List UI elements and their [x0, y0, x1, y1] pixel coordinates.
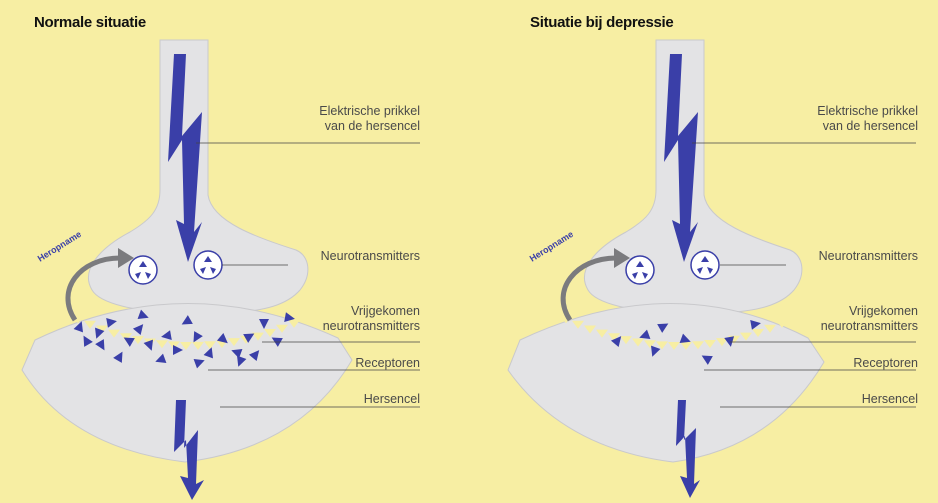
label-brain-cell: Hersencel [270, 392, 420, 407]
label-released: Vrijgekomen neurotransmitters [768, 304, 918, 334]
receptor-tooth [548, 309, 560, 317]
vesicle [129, 256, 157, 284]
vesicle [626, 256, 654, 284]
reuptake-label: Heropname [36, 229, 83, 264]
vesicle [194, 251, 222, 279]
label-pulse-line1: Elektrische prikkel [270, 104, 420, 119]
label-released-line2: neurotransmitters [768, 319, 918, 334]
label-neurotransmitters: Neurotransmitters [270, 249, 420, 264]
label-released-line1: Vrijgekomen [768, 304, 918, 319]
vesicle [691, 251, 719, 279]
label-released: Vrijgekomen neurotransmitters [270, 304, 420, 334]
label-brain-cell: Hersencel [768, 392, 918, 407]
label-released-line1: Vrijgekomen [270, 304, 420, 319]
label-pulse: Elektrische prikkel van de hersencel [270, 104, 420, 134]
label-receptors: Receptoren [768, 356, 918, 371]
label-receptors: Receptoren [270, 356, 420, 371]
label-pulse-line1: Elektrische prikkel [768, 104, 918, 119]
label-neurotransmitters: Neurotransmitters [768, 249, 918, 264]
reuptake-label: Heropname [528, 229, 575, 264]
label-pulse-line2: van de hersencel [768, 119, 918, 134]
label-pulse-line2: van de hersencel [270, 119, 420, 134]
label-pulse: Elektrische prikkel van de hersencel [768, 104, 918, 134]
presynaptic-terminal [88, 40, 307, 325]
label-released-line2: neurotransmitters [270, 319, 420, 334]
